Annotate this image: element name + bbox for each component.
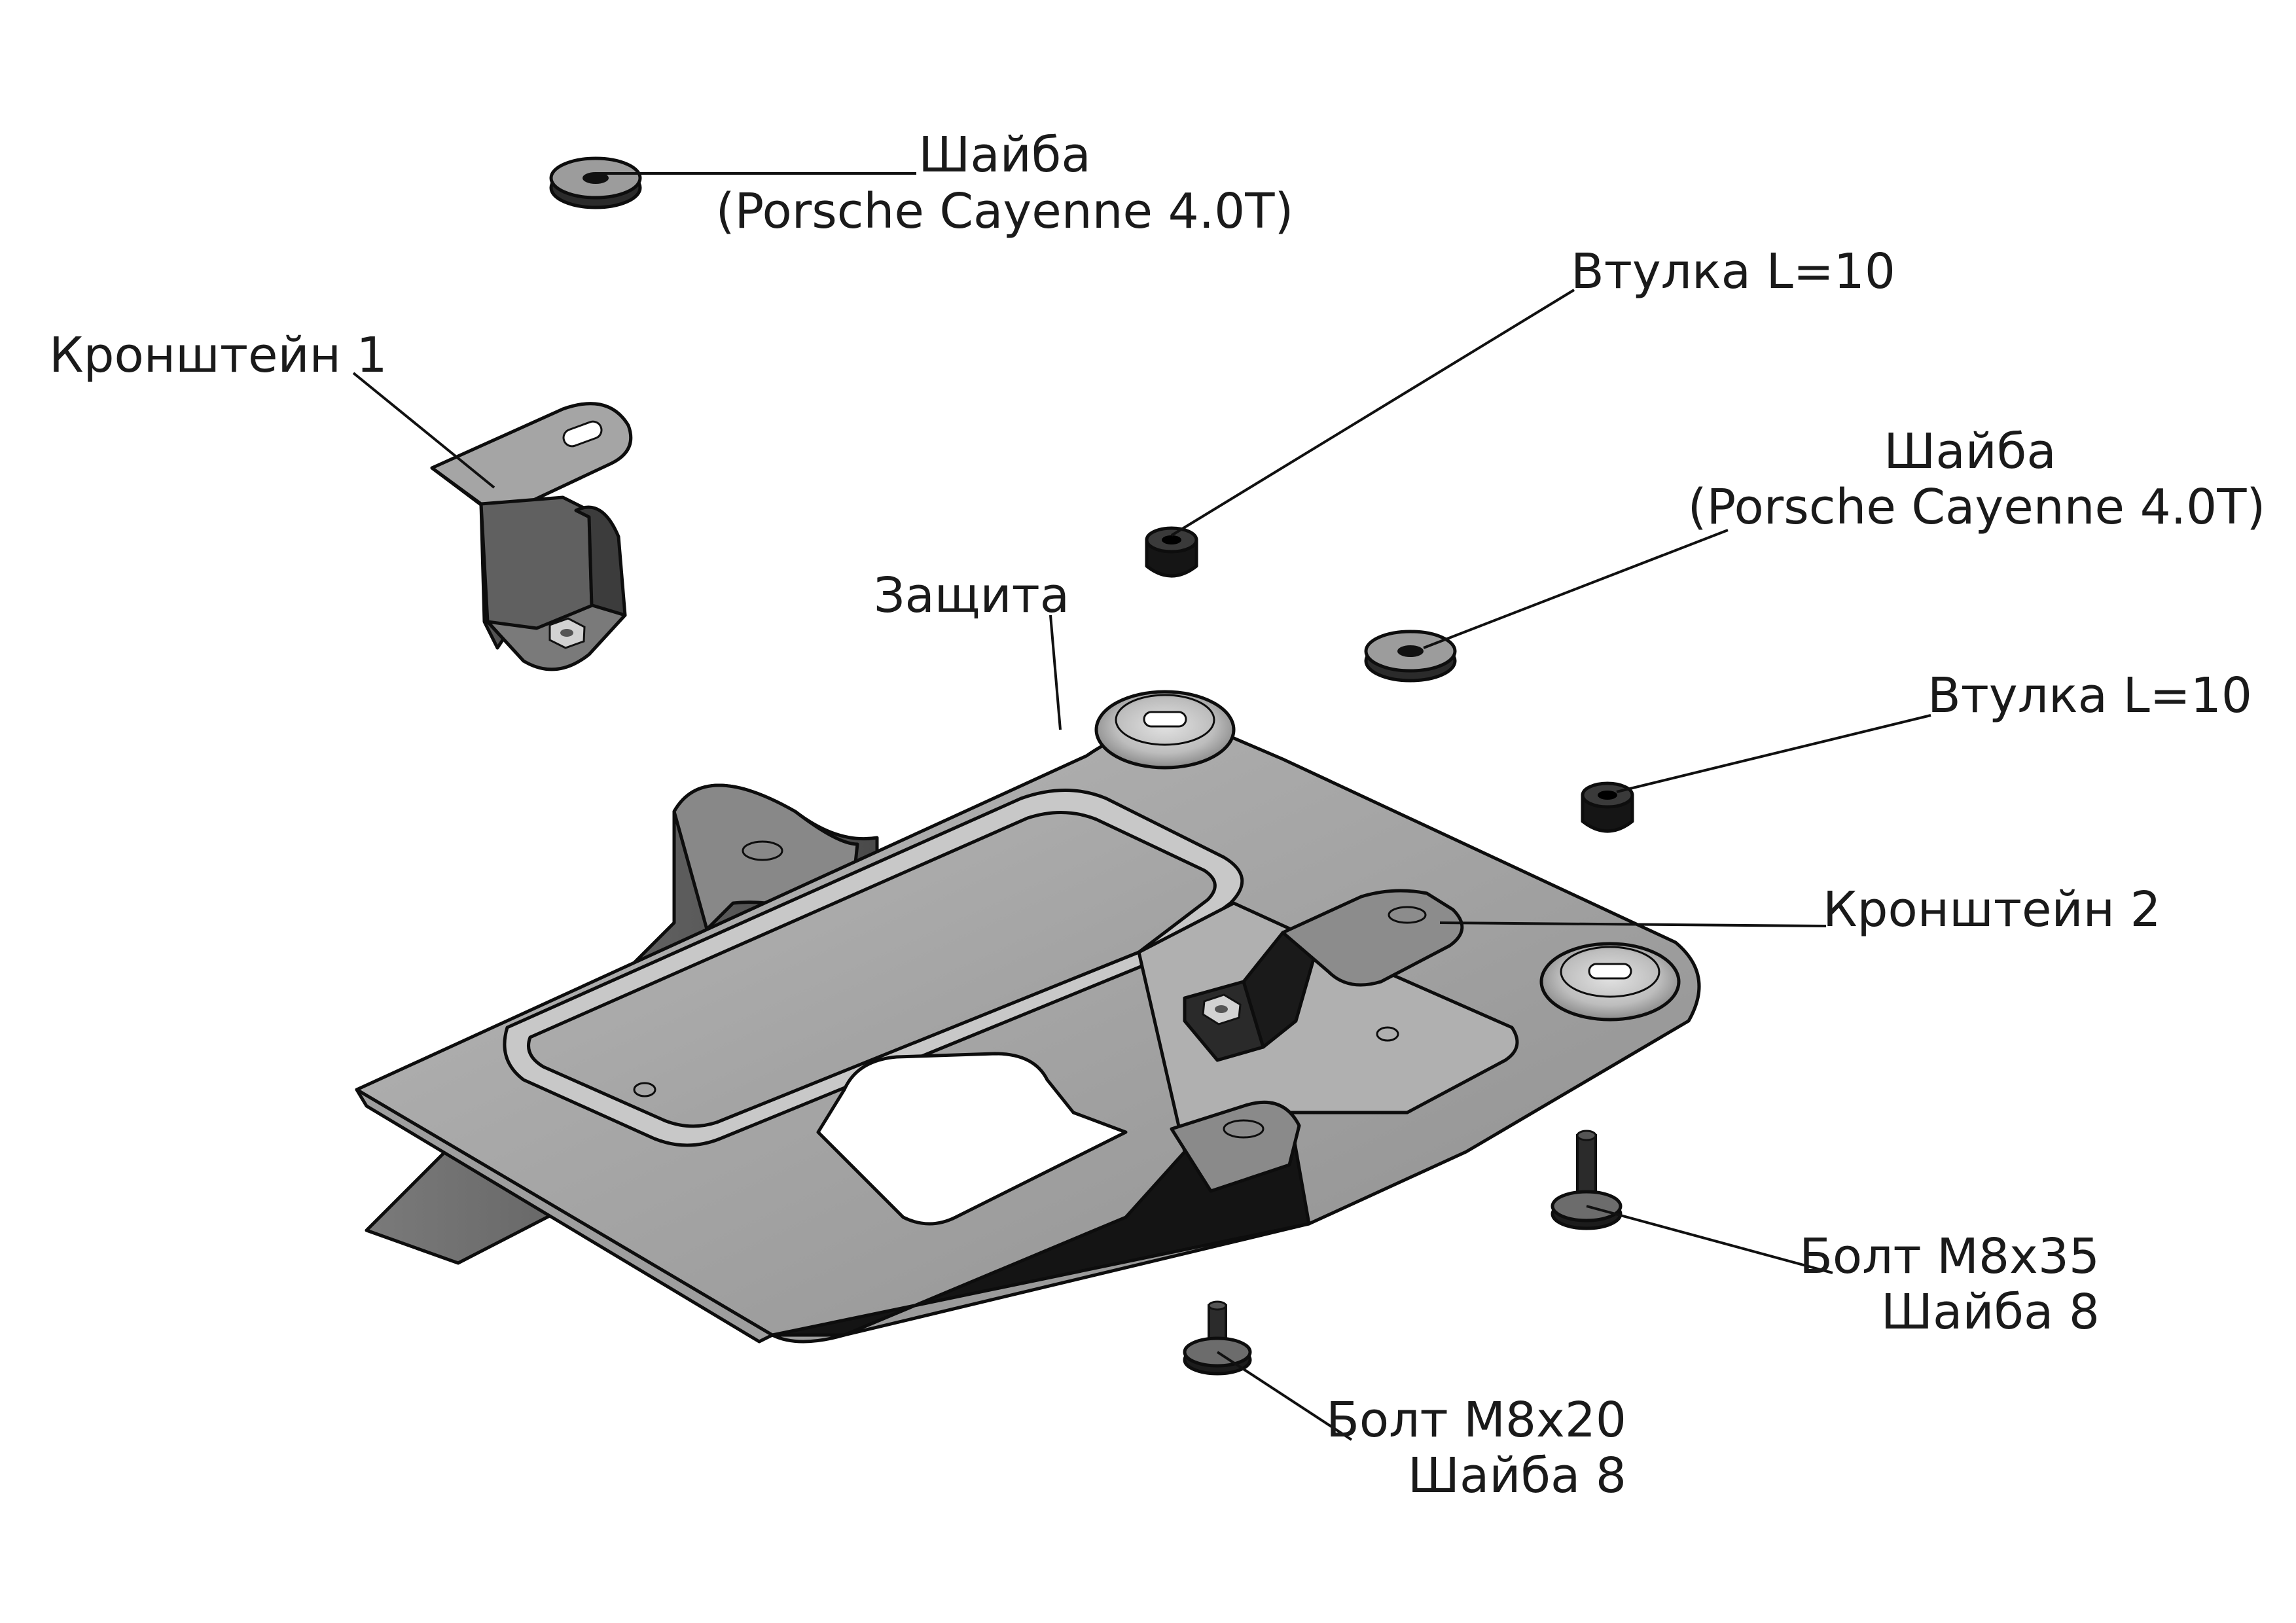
leader-washer-right xyxy=(1423,529,1729,649)
label-washer-top-line2: (Porsche Cayenne 4.0T) xyxy=(716,183,1294,240)
leader-bushing-right xyxy=(1616,714,1931,793)
label-bushing-right: Втулка L=10 xyxy=(1928,668,2252,724)
leader-bolt-m8x20 xyxy=(1216,1351,1353,1441)
guard-top-boss xyxy=(1094,690,1236,770)
label-guard: Защита xyxy=(874,567,1069,624)
guard-right-boss xyxy=(1539,942,1681,1022)
leader-bushing-top xyxy=(1170,289,1575,537)
label-bushing-top: Втулка L=10 xyxy=(1571,243,1895,300)
guard-shelf xyxy=(1137,901,1519,1154)
guard-recess-floor xyxy=(527,810,1217,1128)
label-washer-right-line1: Шайба xyxy=(1884,423,2056,480)
bracket-1 xyxy=(430,402,633,671)
guard-plate xyxy=(355,690,1701,1344)
callout-labels: Шайба (Porsche Cayenne 4.0T) Втулка L=10… xyxy=(49,127,2265,1504)
washer-right-part xyxy=(1364,630,1457,683)
label-bolt-m8x35-line2: Шайба 8 xyxy=(1881,1284,2100,1340)
leader-guard xyxy=(1049,615,1062,730)
bolt-m8x35-part xyxy=(1551,1130,1623,1230)
guard-hole xyxy=(633,1082,656,1097)
label-bolt-m8x20-line1: Болт М8х20 xyxy=(1326,1392,1626,1448)
guard-wall-slot xyxy=(742,840,783,861)
label-bolt-m8x20-line2: Шайба 8 xyxy=(1408,1448,1626,1504)
label-bracket-2: Кронштейн 2 xyxy=(1823,882,2161,938)
guard-hole xyxy=(1376,1026,1399,1042)
guard-left-lip xyxy=(355,1088,774,1344)
bracket-2-top xyxy=(1281,889,1464,987)
guard-cutout xyxy=(816,1052,1128,1226)
leader-bolt-m8x35 xyxy=(1586,1205,1833,1274)
label-washer-right-line2: (Porsche Cayenne 4.0T) xyxy=(1688,479,2266,535)
bolt-m8x20-part xyxy=(1183,1300,1252,1376)
leader-bracket-1 xyxy=(352,372,495,489)
label-bolt-m8x35-line1: Болт М8х35 xyxy=(1799,1228,2100,1285)
guard-front-tab xyxy=(1170,1100,1301,1193)
bushing-right-part xyxy=(1581,781,1634,833)
washer-top-part xyxy=(549,156,642,209)
label-bracket-1: Кронштейн 1 xyxy=(49,327,387,383)
label-washer-top-line1: Шайба xyxy=(918,127,1091,183)
bracket-2 xyxy=(1183,889,1464,1062)
leader-lines xyxy=(352,172,1931,1441)
bushing-top-part xyxy=(1145,526,1198,578)
leader-bracket-2 xyxy=(1439,921,1827,927)
